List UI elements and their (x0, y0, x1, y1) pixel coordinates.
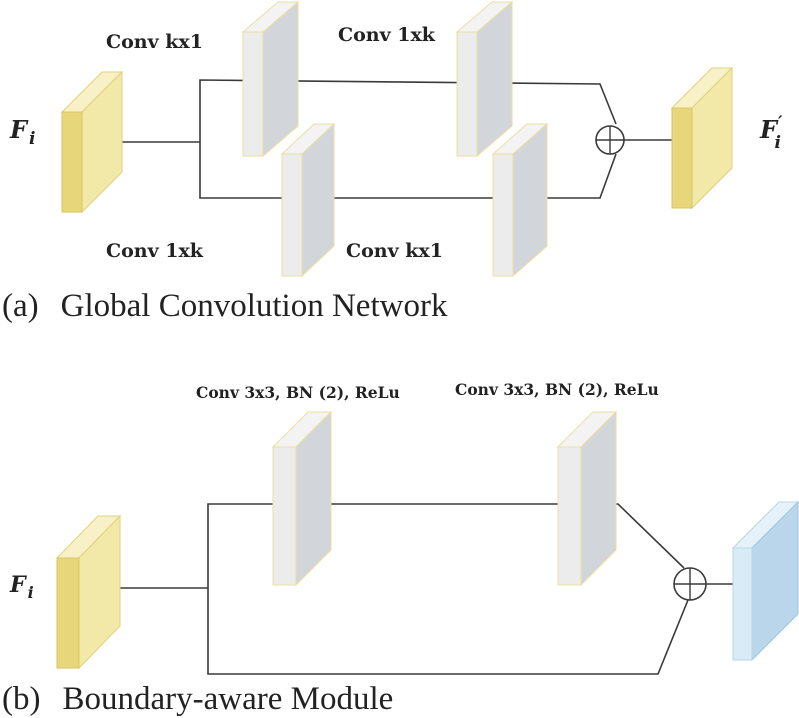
feature-map-input-a (60, 70, 124, 214)
wire-a-bottom-branch (199, 142, 617, 199)
conv-a-bot2-front (492, 153, 514, 277)
conv-block-a-top-kx1 (241, 0, 300, 158)
conv-block-b-1 (271, 410, 333, 587)
wire-b-top-branch (207, 503, 685, 588)
feature-b-input-front (56, 557, 80, 669)
wire-a-top-branch (199, 79, 617, 142)
label-a-top-conv-kx1: Conv kx1 (106, 31, 203, 53)
conv-block-a-top-1xk (455, 0, 514, 158)
conv-b-1-front (272, 446, 297, 586)
feature-b-output-front (732, 547, 753, 661)
conv-a-bot1-front (281, 153, 303, 277)
feature-a-input-front (61, 111, 83, 213)
conv-block-b-2 (556, 410, 618, 587)
caption-b: (b)Boundary-aware Module (2, 681, 393, 717)
label-a-bottom-conv-kx1: Conv kx1 (346, 240, 443, 262)
feature-map-output-a (670, 66, 734, 210)
conv-b-2-front (557, 446, 582, 586)
label-a-top-conv-1xk: Conv 1xk (338, 24, 436, 46)
conv-block-a-bottom-1xk (280, 122, 336, 278)
conv-block-a-bottom-kx1 (491, 122, 549, 278)
output-symbol-a: F′i (759, 113, 783, 153)
sum-node-a (595, 125, 625, 155)
feature-map-output-b (731, 500, 799, 662)
wire-b-bottom-branch (207, 588, 689, 675)
label-b-conv-2: Conv 3x3, BN (2), ReLu (455, 380, 659, 399)
label-a-bottom-conv-1xk: Conv 1xk (106, 240, 204, 262)
sum-node-b (673, 567, 707, 601)
feature-map-input-b (55, 514, 122, 670)
panel-b-connections (118, 503, 734, 675)
feature-a-output-front (671, 107, 693, 209)
label-b-conv-1: Conv 3x3, BN (2), ReLu (196, 383, 400, 402)
conv-a-top2-front (456, 31, 478, 157)
caption-a: (a)Global Convolution Network (2, 288, 448, 324)
conv-a-top1-front (242, 31, 264, 157)
panel-a-connections (120, 79, 676, 199)
